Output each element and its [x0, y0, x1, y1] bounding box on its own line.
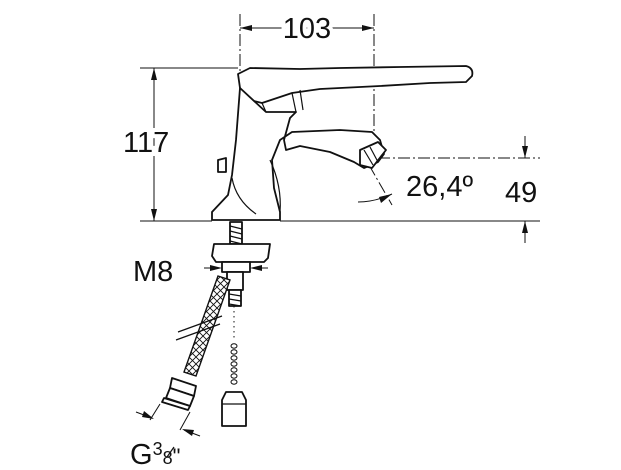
spout-height-label: 49	[505, 177, 537, 209]
mounting-washer	[211, 243, 271, 263]
width-dimension: 103	[239, 9, 375, 150]
spout-tip	[359, 141, 387, 169]
mounting-nut	[221, 261, 251, 273]
spout-angle-dimension: 26,4º	[357, 164, 473, 206]
faucet-body	[211, 65, 474, 221]
braided-hose	[183, 275, 231, 377]
lever-handle	[237, 65, 474, 104]
svg-text:G38": G38"	[130, 439, 180, 470]
supply-hose	[135, 275, 231, 437]
hose-thread-unit: "	[173, 444, 181, 469]
hose-thread-numerator: 3	[153, 439, 163, 459]
hose-thread-denominator: 8	[163, 448, 173, 468]
height-label: 117	[123, 127, 169, 159]
waste-chain	[221, 306, 247, 427]
faucet-main-body	[211, 87, 385, 221]
mounting-assembly: M8	[133, 221, 271, 307]
hose-thread-label: G38"	[130, 439, 180, 470]
width-label: 103	[283, 13, 331, 45]
thread-label: M8	[133, 256, 173, 288]
hose-thread-main: G	[130, 439, 153, 470]
height-dimension: 117	[119, 67, 238, 222]
stopper-icon	[221, 391, 247, 427]
spout-height-dimension: 49	[280, 136, 540, 243]
spout-angle-label: 26,4º	[406, 171, 473, 203]
